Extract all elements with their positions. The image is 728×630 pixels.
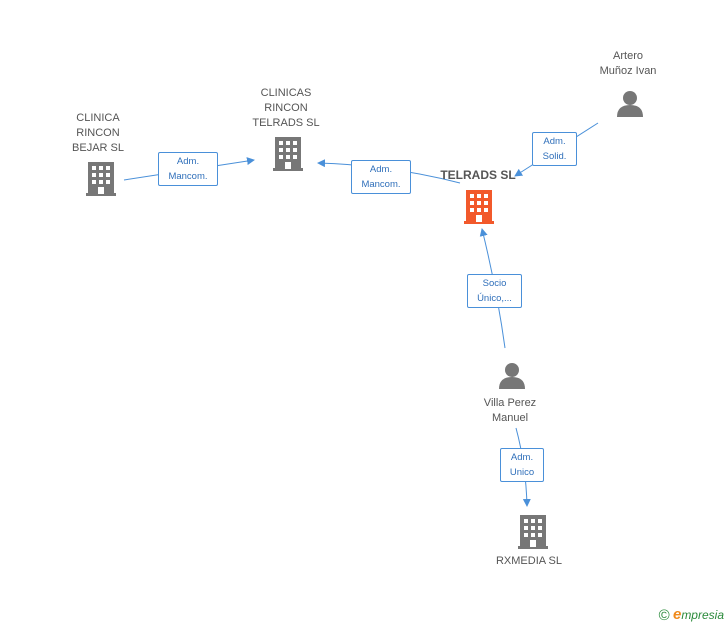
node-label-villa-perez[interactable]: Villa Perez Manuel bbox=[483, 397, 537, 424]
brand-logo-initial: e bbox=[672, 606, 682, 623]
edge-label-bejar-to-clinicas[interactable]: Adm. Mancom. bbox=[158, 152, 218, 186]
node-label-artero[interactable]: Artero Muñoz Ivan bbox=[599, 50, 657, 77]
edge-label-telrads-to-clinicas[interactable]: Adm. Mancom. bbox=[351, 160, 411, 194]
node-label-telrads[interactable]: TELRADS SL bbox=[440, 168, 516, 182]
node-label-clinicas-rincon-telrads[interactable]: CLINICAS RINCON TELRADS SL bbox=[252, 87, 320, 129]
copyright-icon: © bbox=[658, 607, 670, 624]
edge-label-villa-to-rxmedia[interactable]: Adm. Unico bbox=[500, 448, 544, 482]
edge-label-villa-to-telrads[interactable]: Socio Único,... bbox=[467, 274, 522, 308]
person-icon[interactable] bbox=[499, 363, 525, 389]
node-label-clinica-rincon-bejar[interactable]: CLINICA RINCON BEJAR SL bbox=[72, 112, 124, 154]
brand-footer: © empresia bbox=[659, 606, 724, 624]
building-icon[interactable] bbox=[464, 190, 494, 224]
node-label-rxmedia[interactable]: RXMEDIA SL bbox=[495, 555, 563, 567]
brand-name: mpresia bbox=[681, 608, 724, 622]
person-icon[interactable] bbox=[617, 91, 643, 117]
building-icon[interactable] bbox=[86, 162, 116, 196]
edge-label-artero-to-telrads[interactable]: Adm. Solid. bbox=[532, 132, 577, 166]
building-icon[interactable] bbox=[273, 137, 303, 171]
building-icon[interactable] bbox=[518, 515, 548, 549]
